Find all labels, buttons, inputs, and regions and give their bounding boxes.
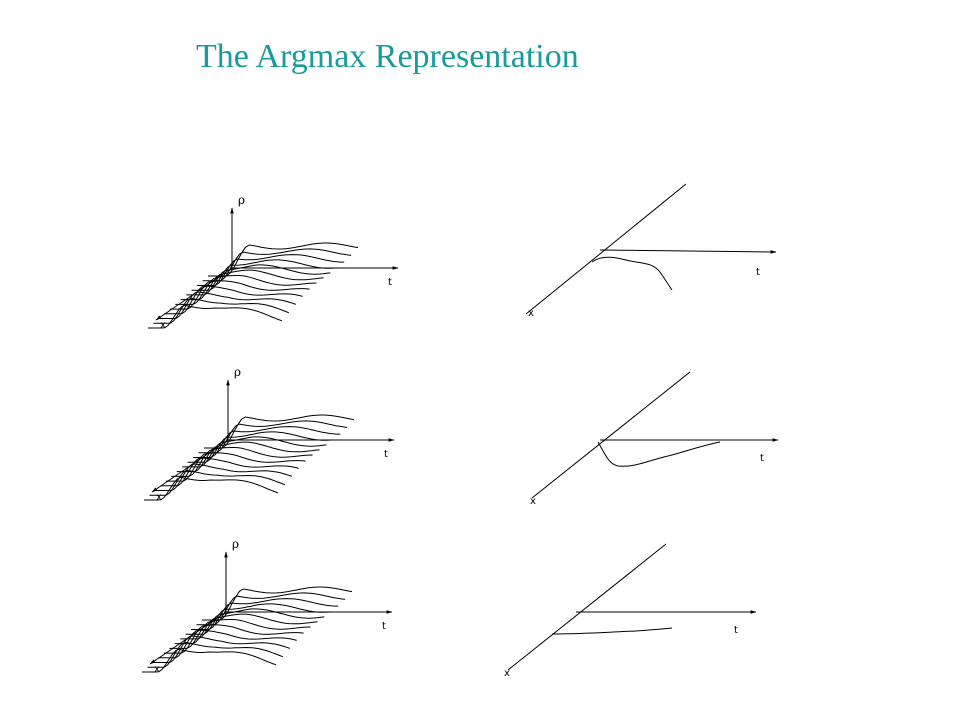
density-curve: [158, 291, 296, 319]
density-curve: [158, 629, 297, 659]
density-surface-2: ρ t x: [144, 365, 395, 503]
rho-label: ρ: [232, 537, 239, 551]
x-label: x: [160, 320, 166, 331]
density-curve: [144, 476, 279, 501]
density-curve: [196, 592, 346, 626]
t-label: t: [388, 277, 392, 288]
density-curve: [153, 297, 290, 324]
density-curve: [148, 304, 283, 329]
t-label: t: [734, 625, 738, 636]
x-label: x: [504, 668, 510, 679]
x-label: x: [528, 308, 534, 319]
density-curve: [176, 441, 320, 473]
density-curve: [165, 452, 306, 482]
t-label: t: [760, 453, 764, 464]
surface-curves: [148, 242, 359, 329]
slide-title: The Argmax Representation: [196, 38, 579, 75]
x-label: x: [154, 664, 160, 675]
x-axis: [155, 267, 233, 321]
density-curve: [163, 624, 304, 654]
argmax-curve: [551, 627, 673, 635]
density-curve: [182, 436, 327, 468]
density-curve: [180, 269, 324, 301]
density-curve: [180, 608, 325, 640]
x-label: x: [530, 496, 536, 507]
density-curve: [191, 259, 338, 291]
density-curve: [202, 586, 353, 621]
density-curve: [202, 248, 352, 282]
density-curve: [147, 641, 284, 668]
density-curve: [198, 420, 348, 454]
argmax-plot-2: t x: [530, 371, 779, 507]
t-label: t: [382, 621, 386, 632]
argmax-curve: [591, 256, 673, 291]
rho-label: ρ: [238, 193, 245, 207]
surface-curves: [144, 414, 355, 501]
density-curve: [154, 463, 292, 491]
density-curve: [204, 414, 355, 449]
density-surface-3: ρ t x: [142, 537, 393, 675]
argmax-plot-1: t x: [525, 183, 777, 319]
density-curve: [193, 426, 341, 458]
x-axis: [531, 371, 691, 499]
x-axis: [149, 611, 227, 665]
density-curve: [187, 431, 334, 463]
density-curve: [142, 648, 277, 673]
density-curve: [160, 457, 299, 487]
density-curve: [186, 264, 331, 296]
density-curve: [164, 285, 303, 315]
x-axis: [507, 543, 667, 671]
density-curve: [152, 635, 290, 663]
x-label: x: [156, 492, 162, 503]
rho-label: ρ: [234, 365, 241, 379]
density-curve: [169, 280, 310, 310]
density-curve: [197, 254, 345, 286]
density-curve: [191, 598, 339, 630]
t-axis: [599, 249, 777, 254]
x-axis: [525, 183, 687, 315]
argmax-curve: [597, 441, 721, 467]
t-label: t: [384, 449, 388, 460]
density-curve: [185, 603, 332, 635]
argmax-plot-3: t x: [504, 543, 757, 679]
t-label: t: [756, 267, 760, 278]
density-curve: [174, 613, 318, 645]
density-surface-1: ρ t x: [148, 193, 399, 331]
surface-curves: [142, 586, 353, 673]
x-axis: [151, 439, 229, 493]
density-curve: [149, 469, 286, 496]
density-curve: [208, 242, 359, 277]
